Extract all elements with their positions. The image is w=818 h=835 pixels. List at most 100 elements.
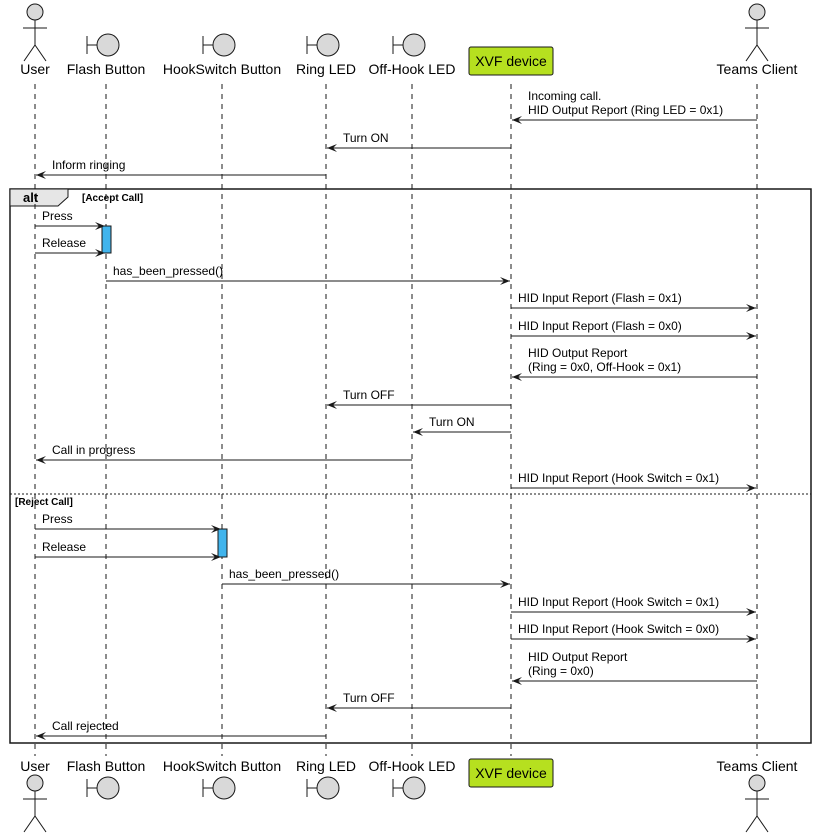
participant-offhookled-top: Off-Hook LED bbox=[369, 33, 456, 77]
message-user-to-hookswitch: Press bbox=[35, 512, 221, 533]
participant-label: Teams Client bbox=[717, 61, 798, 77]
message-label: HID Input Report (Hook Switch = 0x1) bbox=[518, 471, 719, 485]
activation-hookswitch-button bbox=[217, 528, 228, 558]
message-xvf-to-ringled: Turn ON bbox=[327, 131, 511, 152]
message-xvf-to-teams: HID Input Report (Flash = 0x0) bbox=[511, 319, 756, 340]
participant-label: User bbox=[20, 61, 50, 77]
participant-label: Teams Client bbox=[717, 758, 798, 774]
actor-icon-leg-left bbox=[23, 815, 36, 833]
participant-label: Flash Button bbox=[67, 758, 146, 774]
message-label: HID Input Report (Hook Switch = 0x0) bbox=[518, 622, 719, 636]
alt-fragment: alt [Accept Call] [Reject Call] bbox=[9, 188, 812, 744]
participant-hookswitch-bottom: HookSwitch Button bbox=[163, 758, 281, 800]
participant-user-bottom: User bbox=[20, 758, 50, 833]
message-flash-to-xvf: has_been_pressed() bbox=[106, 264, 510, 285]
boundary-icon-circle bbox=[402, 776, 426, 800]
message-hookswitch-to-xvf: has_been_pressed() bbox=[222, 567, 510, 588]
message-xvf-to-ringled: Turn OFF bbox=[327, 691, 511, 712]
message-label: HID Output Report bbox=[528, 650, 628, 664]
alt-keyword: alt bbox=[23, 190, 39, 205]
message-xvf-to-offhookled: Turn ON bbox=[413, 415, 511, 436]
message-ringled-to-user: Call rejected bbox=[36, 719, 326, 740]
actor-icon-head bbox=[748, 774, 766, 792]
actor-icon-leg-left bbox=[745, 815, 758, 833]
participant-label: User bbox=[20, 758, 50, 774]
boundary-icon-circle bbox=[316, 776, 340, 800]
boundary-icon-circle bbox=[316, 33, 340, 57]
actor-icon-leg-right bbox=[34, 815, 47, 833]
participant-label: HookSwitch Button bbox=[163, 758, 281, 774]
message-label: has_been_pressed() bbox=[113, 264, 223, 278]
message-label: Turn ON bbox=[429, 415, 475, 429]
actor-icon-leg-right bbox=[756, 815, 769, 833]
message-user-to-hookswitch: Release bbox=[35, 540, 221, 561]
participant-ringled-bottom: Ring LED bbox=[296, 758, 356, 800]
alt-guard-reject: [Reject Call] bbox=[15, 497, 73, 508]
message-label: Call in progress bbox=[52, 443, 135, 457]
message-xvf-to-teams: HID Input Report (Hook Switch = 0x1) bbox=[511, 595, 756, 616]
message-offhookled-to-user: Call in progress bbox=[36, 443, 412, 464]
participant-ringled-top: Ring LED bbox=[296, 33, 356, 77]
message-teams-to-xvf: HID Output Report(Ring = 0x0, Off-Hook =… bbox=[512, 346, 757, 381]
message-xvf-to-teams: HID Input Report (Flash = 0x1) bbox=[511, 291, 756, 312]
participant-xvf-bottom: XVF device bbox=[468, 758, 554, 788]
message-label: (Ring = 0x0, Off-Hook = 0x1) bbox=[528, 360, 681, 374]
participant-user-top: User bbox=[20, 3, 50, 77]
message-label: (Ring = 0x0) bbox=[528, 664, 594, 678]
message-label: Release bbox=[42, 236, 86, 250]
participant-flash-bottom: Flash Button bbox=[67, 758, 146, 800]
alt-guard-accept: [Accept Call] bbox=[82, 193, 143, 204]
participant-hookswitch-top: HookSwitch Button bbox=[163, 33, 281, 77]
message-xvf-to-teams: HID Input Report (Hook Switch = 0x1) bbox=[511, 471, 756, 492]
actor-icon-leg-right bbox=[756, 44, 769, 62]
participant-offhookled-bottom: Off-Hook LED bbox=[369, 758, 456, 800]
participant-label: Flash Button bbox=[67, 61, 146, 77]
boundary-icon-circle bbox=[96, 33, 120, 57]
boundary-icon-circle bbox=[212, 33, 236, 57]
participant-label: Ring LED bbox=[296, 758, 356, 774]
message-label: HID Input Report (Flash = 0x1) bbox=[518, 291, 682, 305]
device-box bbox=[468, 758, 554, 788]
actor-icon-leg-left bbox=[23, 44, 36, 62]
boundary-icon-circle bbox=[212, 776, 236, 800]
actor-icon-leg-right bbox=[34, 44, 47, 62]
alt-frame bbox=[9, 188, 812, 744]
message-label: Press bbox=[42, 209, 73, 223]
message-user-to-flash: Release bbox=[35, 236, 105, 257]
message-xvf-to-ringled: Turn OFF bbox=[327, 388, 511, 409]
message-xvf-to-teams: HID Input Report (Hook Switch = 0x0) bbox=[511, 622, 756, 643]
participant-label: HookSwitch Button bbox=[163, 61, 281, 77]
message-label: has_been_pressed() bbox=[229, 567, 339, 581]
alt-tab bbox=[9, 188, 69, 207]
participant-flash-top: Flash Button bbox=[67, 33, 146, 77]
boundary-icon-circle bbox=[402, 33, 426, 57]
message-label: HID Input Report (Flash = 0x0) bbox=[518, 319, 682, 333]
message-label: Press bbox=[42, 512, 73, 526]
message-teams-to-xvf: HID Output Report(Ring = 0x0) bbox=[512, 650, 757, 685]
message-label: Incoming call. bbox=[528, 89, 601, 103]
boundary-icon-circle bbox=[96, 776, 120, 800]
actor-icon-head bbox=[748, 3, 766, 21]
message-ringled-to-user: Inform ringing bbox=[36, 158, 326, 179]
message-user-to-flash: Press bbox=[35, 209, 105, 230]
participant-label: XVF device bbox=[475, 53, 547, 69]
actor-icon-head bbox=[26, 774, 44, 792]
actor-icon-leg-left bbox=[745, 44, 758, 62]
message-label: HID Input Report (Hook Switch = 0x1) bbox=[518, 595, 719, 609]
message-label: Call rejected bbox=[52, 719, 119, 733]
message-label: HID Output Report bbox=[528, 346, 628, 360]
participant-xvf-top: XVF device bbox=[468, 46, 554, 76]
actor-icon-head bbox=[26, 3, 44, 21]
participant-label: Off-Hook LED bbox=[369, 758, 456, 774]
participant-teams-bottom: Teams Client bbox=[717, 758, 798, 833]
message-label: Inform ringing bbox=[52, 158, 125, 172]
message-teams-to-xvf: Incoming call.HID Output Report (Ring LE… bbox=[512, 89, 757, 124]
message-label: Release bbox=[42, 540, 86, 554]
message-label: Turn OFF bbox=[343, 388, 395, 402]
device-box bbox=[468, 46, 554, 76]
participant-label: XVF device bbox=[475, 765, 547, 781]
participant-label: Off-Hook LED bbox=[369, 61, 456, 77]
participant-teams-top: Teams Client bbox=[717, 3, 798, 77]
message-label: HID Output Report (Ring LED = 0x1) bbox=[528, 103, 723, 117]
participant-label: Ring LED bbox=[296, 61, 356, 77]
